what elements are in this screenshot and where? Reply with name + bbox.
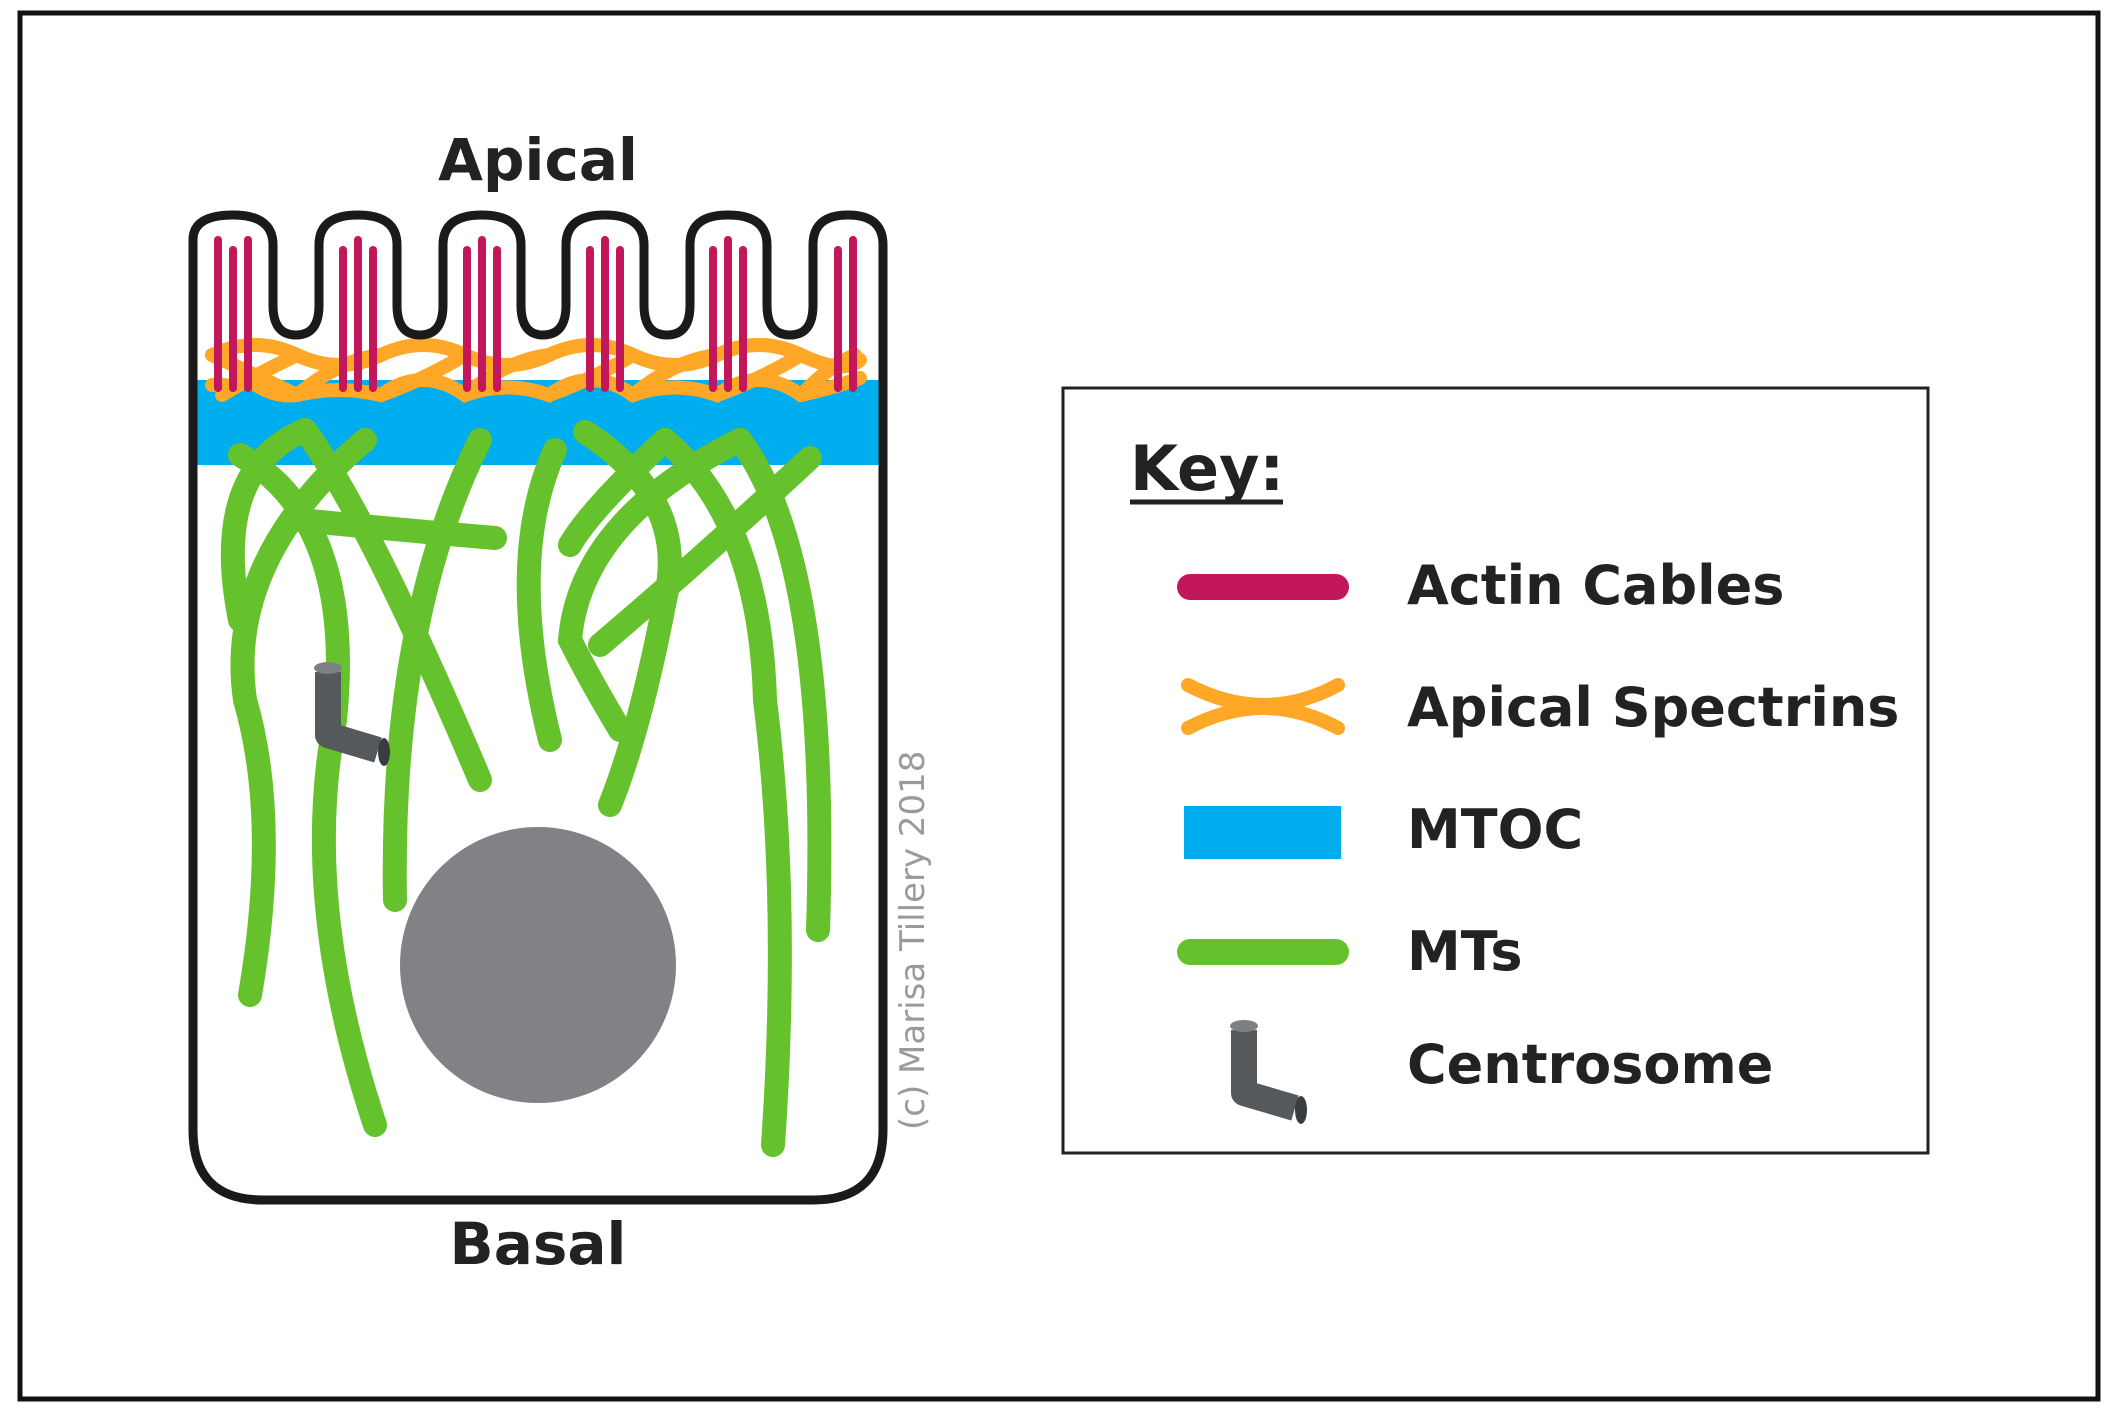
microtubules [220, 418, 832, 1157]
key-item-actin-label: Actin Cables [1407, 554, 1784, 617]
key-legend: Key: Actin Cables Apical Spectrins MTOC … [1061, 386, 1930, 1155]
key-item-spectrin-label: Apical Spectrins [1407, 676, 1899, 739]
key-title: Key: [1130, 432, 1284, 505]
apical-spectrins [205, 338, 867, 403]
mtoc-icon [1184, 806, 1341, 859]
apical-label: Apical [438, 126, 638, 194]
spectrin-icon [1181, 678, 1345, 735]
key-box [1061, 386, 1930, 1155]
cell-body [193, 395, 883, 1200]
actin-cables [214, 236, 857, 392]
basal-label: Basal [450, 1210, 627, 1278]
key-item-centrosome-label: Centrosome [1407, 1033, 1773, 1096]
cell-membrane [188, 210, 888, 1205]
key-item-mtoc-label: MTOC [1407, 798, 1583, 861]
key-item-mts-label: MTs [1407, 920, 1523, 983]
copyright-credit: (c) Marisa Tillery 2018 [893, 751, 933, 1130]
centrosome [314, 662, 390, 766]
nucleus [400, 827, 676, 1103]
centrosome-icon [1230, 1020, 1307, 1124]
